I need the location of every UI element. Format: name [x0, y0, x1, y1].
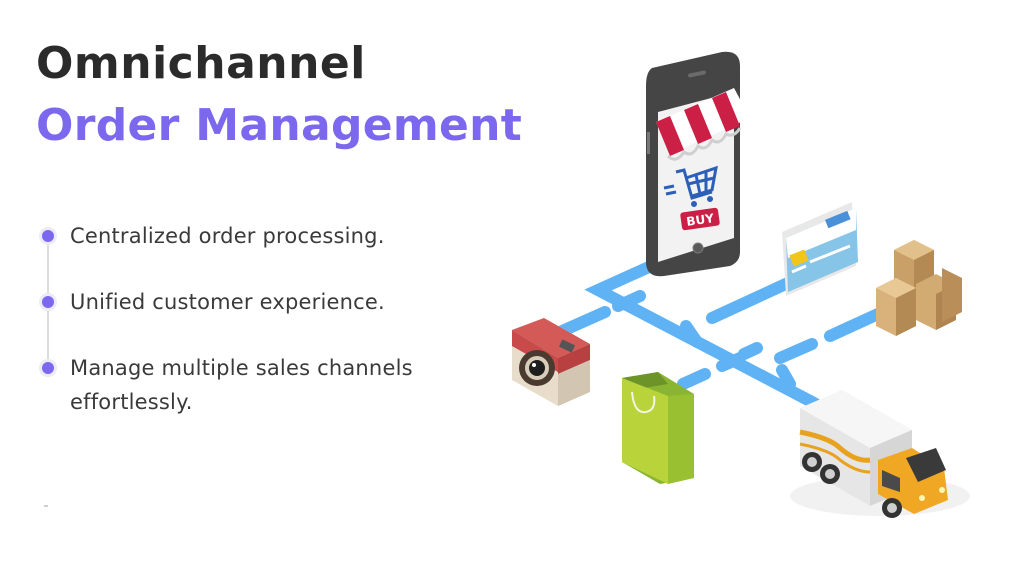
bullet-item-1: Centralized order processing.: [70, 224, 385, 248]
slide-title-line1: Omnichannel: [36, 38, 366, 89]
bullet-item-2: Unified customer experience.: [70, 290, 385, 314]
bullet-item-3-cont: effortlessly.: [70, 390, 193, 414]
bullet-item-3: Manage multiple sales channels: [70, 356, 413, 380]
svg-text:BUY: BUY: [686, 211, 716, 229]
smartphone-icon: BUY: [646, 51, 750, 277]
network-lines-icon: [554, 256, 884, 418]
awning-icon: [656, 88, 750, 161]
delivery-truck-icon: [790, 390, 970, 518]
boxes-icon: [876, 240, 962, 336]
shopping-cart-icon: [663, 165, 718, 200]
omnichannel-illustration: BUY: [512, 51, 970, 518]
buy-button: BUY: [680, 207, 720, 231]
bullet-dot-icon: [42, 296, 54, 308]
bullet-dot-icon: [42, 362, 54, 374]
credit-card-icon: [782, 202, 858, 296]
slide-title-line2: Order Management: [36, 100, 523, 151]
shopping-bag-icon: [622, 372, 694, 484]
camera-icon: [512, 318, 590, 406]
bullet-dot-icon: [42, 230, 54, 242]
small-mark: [44, 505, 48, 507]
